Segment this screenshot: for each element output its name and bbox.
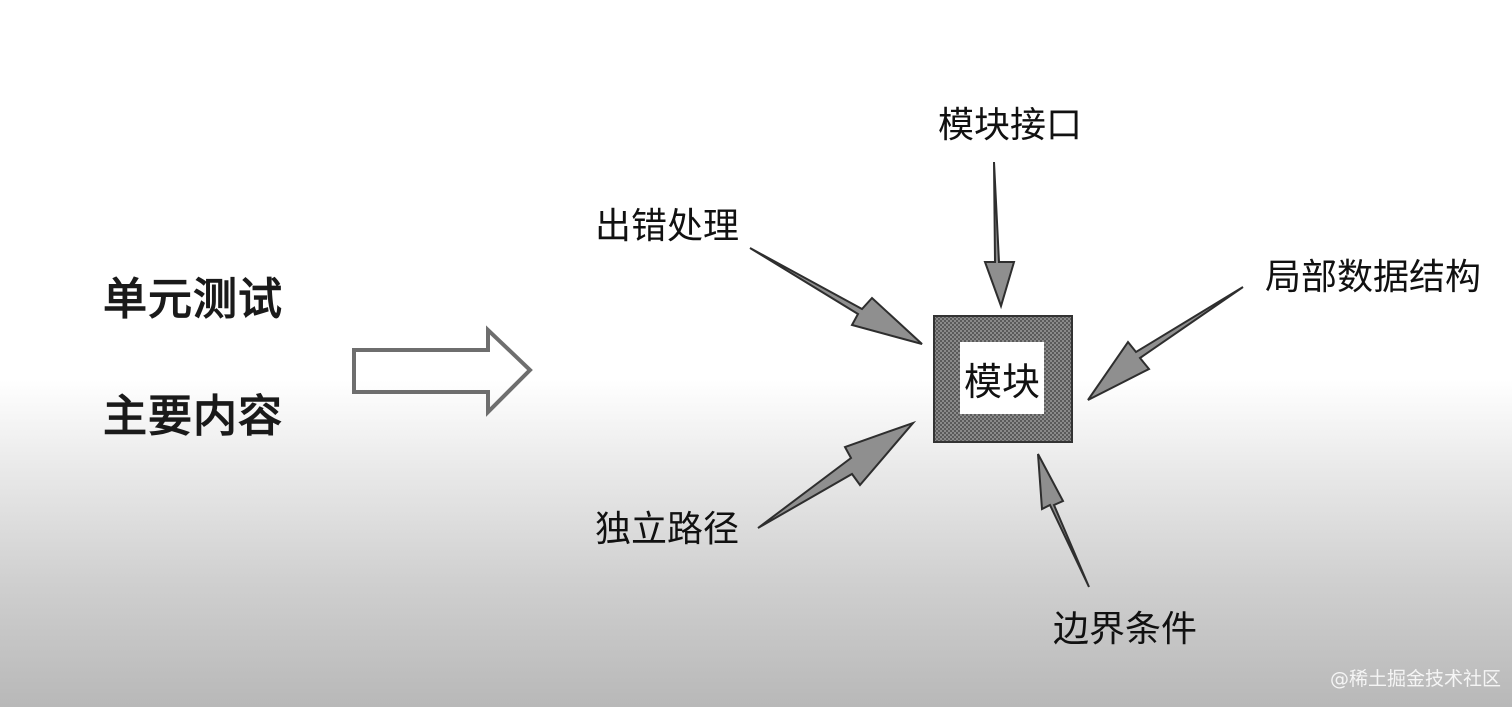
arrow-local-data-structure <box>1087 286 1244 401</box>
watermark: @稀土掘金技术社区 <box>1330 668 1502 690</box>
heading-unit-testing: 单元测试 <box>103 274 283 325</box>
label-boundary-conditions: 边界条件 <box>1053 609 1198 650</box>
label-error-handling: 出错处理 <box>595 206 740 247</box>
label-independent-paths: 独立路径 <box>595 509 740 550</box>
module-label: 模块 <box>963 359 1040 404</box>
label-local-data-structure: 局部数据结构 <box>1265 257 1482 298</box>
arrow-boundary-conditions <box>1037 453 1090 588</box>
heading-main-content: 主要内容 <box>103 391 283 442</box>
arrow-independent-paths <box>757 420 917 529</box>
module-box-inner <box>960 342 1044 414</box>
label-module-interface: 模块接口 <box>938 105 1083 146</box>
hollow-right-arrow <box>352 325 533 417</box>
arrow-error-handling <box>749 247 923 345</box>
arrow-module-interface <box>983 161 1016 310</box>
